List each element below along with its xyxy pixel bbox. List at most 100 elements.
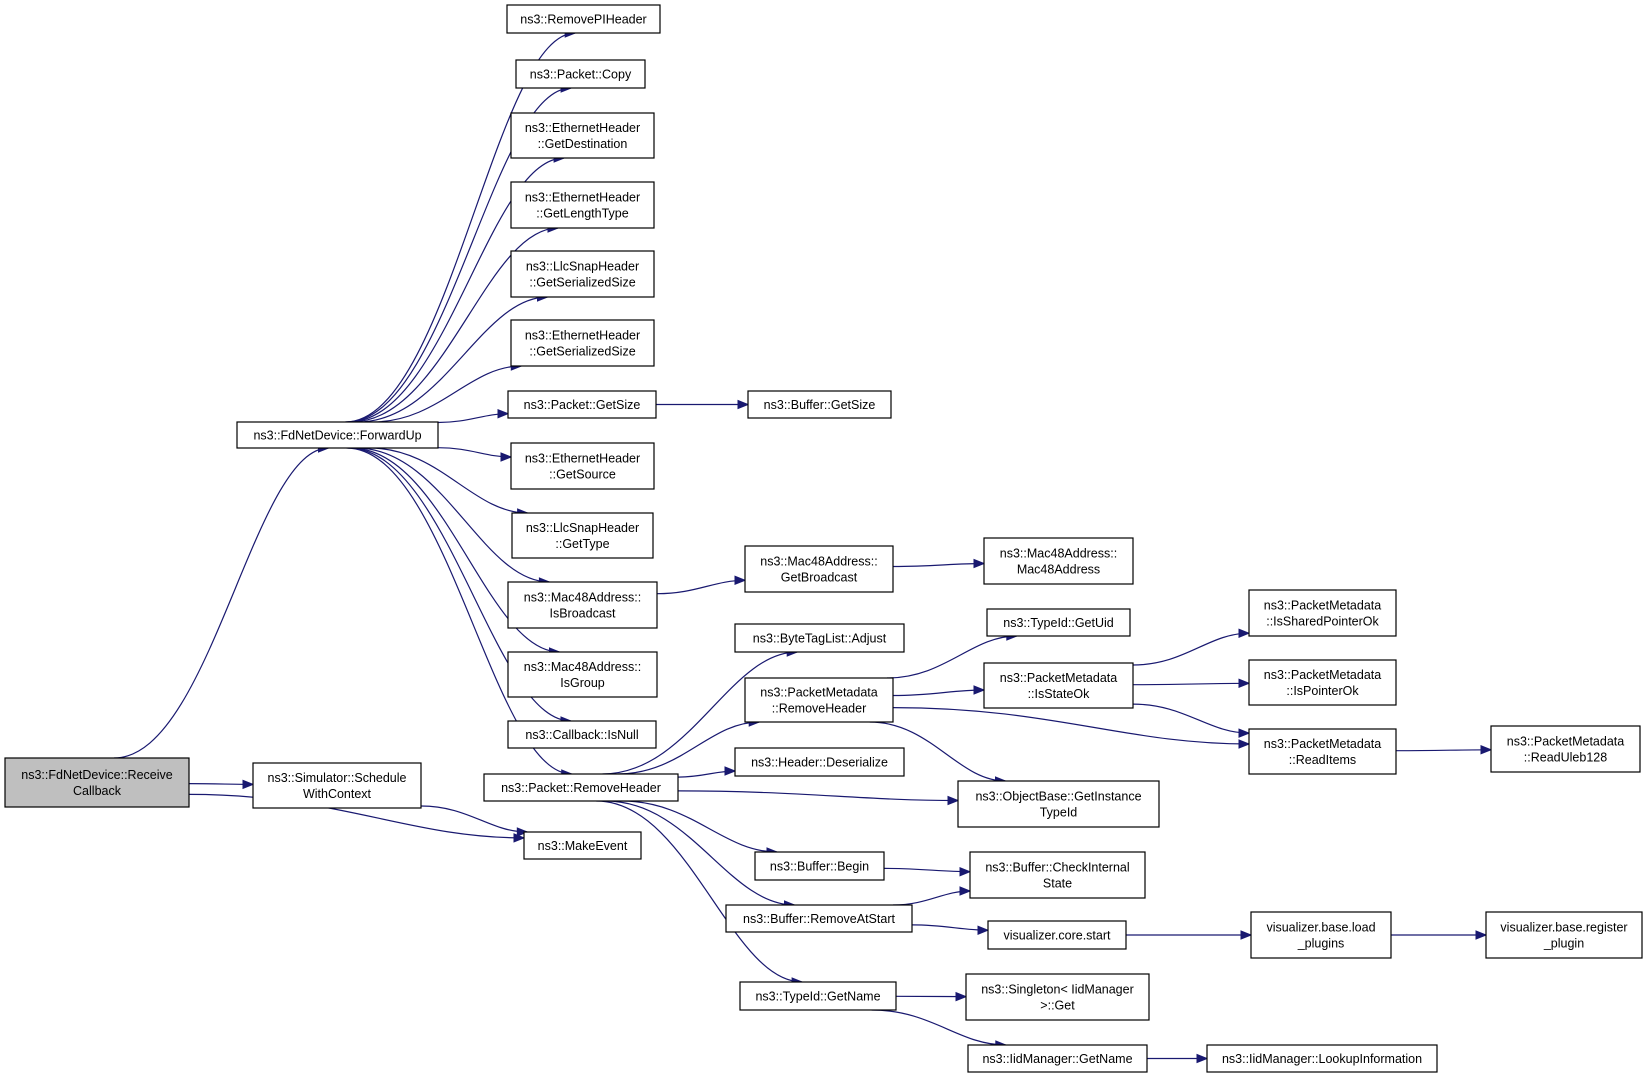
node-cbnull[interactable]: ns3::Callback::IsNull — [507, 720, 657, 749]
edge-line — [348, 157, 565, 423]
node-ethsrc[interactable]: ns3::EthernetHeader::GetSource — [510, 442, 655, 490]
node-iidname[interactable]: ns3::IidManager::GetName — [967, 1044, 1148, 1073]
node-box — [986, 608, 1131, 637]
node-box — [507, 651, 658, 698]
node-pmuleb[interactable]: ns3::PacketMetadata::ReadUleb128 — [1490, 725, 1641, 773]
node-label: ::IsStateOk — [1028, 687, 1091, 701]
edge-line — [188, 793, 525, 839]
node-tidname[interactable]: ns3::TypeId::GetName — [739, 981, 897, 1011]
node-pmread[interactable]: ns3::PacketMetadata::ReadItems — [1248, 728, 1397, 775]
node-label: ::RemoveHeader — [772, 702, 867, 716]
edge-line — [345, 32, 576, 423]
node-label: IsGroup — [560, 676, 605, 690]
node-box — [734, 623, 905, 653]
node-macctor[interactable]: ns3::Mac48Address::Mac48Address — [983, 537, 1134, 585]
node-box — [747, 390, 892, 419]
node-pktremh[interactable]: ns3::Packet::RemoveHeader — [483, 773, 679, 802]
node-label: ::GetSource — [549, 468, 616, 482]
arrowhead — [513, 833, 526, 843]
arrowhead — [724, 766, 737, 776]
node-box — [1248, 589, 1397, 637]
node-box — [507, 390, 657, 419]
edge-forwardup-to-ethsrc — [437, 447, 513, 462]
edge-vizload-to-vizreg — [1391, 930, 1488, 940]
edge-line — [602, 651, 798, 775]
node-vizload[interactable]: visualizer.base.load_plugins — [1250, 911, 1392, 959]
node-bufremove[interactable]: ns3::Buffer::RemoveAtStart — [725, 904, 913, 933]
edge-receive-to-forwardup — [113, 443, 330, 759]
node-macgroup[interactable]: ns3::Mac48Address::IsGroup — [507, 651, 658, 698]
edge-pktremh-to-objtid — [677, 790, 960, 806]
node-vizstart[interactable]: visualizer.core.start — [987, 920, 1127, 950]
node-label: ns3::FdNetDevice::Receive — [21, 768, 173, 782]
node-box — [1248, 728, 1397, 775]
node-llctype[interactable]: ns3::LlcSnapHeader::GetType — [511, 512, 654, 559]
node-box — [983, 662, 1134, 709]
node-box — [744, 677, 894, 723]
node-label: ns3::RemovePIHeader — [520, 13, 646, 27]
node-label: ns3::PacketMetadata — [1507, 735, 1624, 749]
node-ethlen[interactable]: ns3::EthernetHeader::GetLengthType — [510, 181, 655, 229]
node-forwardup[interactable]: ns3::FdNetDevice::ForwardUp — [236, 421, 439, 449]
node-box — [1248, 659, 1397, 706]
node-pmshared[interactable]: ns3::PacketMetadata::IsSharedPointerOk — [1248, 589, 1397, 637]
node-getuid[interactable]: ns3::TypeId::GetUid — [986, 608, 1131, 637]
node-vizreg[interactable]: visualizer.base.register_plugin — [1485, 911, 1643, 959]
arrowhead — [1238, 739, 1251, 749]
edge-line — [1395, 749, 1492, 752]
node-iidlookup[interactable]: ns3::IidManager::LookupInformation — [1206, 1044, 1438, 1073]
edge-line — [113, 447, 329, 759]
node-label: ns3::Packet::RemoveHeader — [501, 781, 661, 795]
node-box — [510, 181, 655, 229]
node-label: ns3::Buffer::RemoveAtStart — [743, 912, 895, 926]
node-makeevent[interactable]: ns3::MakeEvent — [523, 831, 642, 860]
edge-line — [605, 800, 795, 906]
node-pmstate[interactable]: ns3::PacketMetadata::IsStateOk — [983, 662, 1134, 709]
node-bufbegin[interactable]: ns3::Buffer::Begin — [754, 851, 885, 881]
node-pmremh[interactable]: ns3::PacketMetadata::RemoveHeader — [744, 677, 894, 723]
node-pktsize[interactable]: ns3::Packet::GetSize — [507, 390, 657, 419]
node-ethdest[interactable]: ns3::EthernetHeader::GetDestination — [510, 112, 655, 159]
node-box — [725, 904, 913, 933]
node-label: visualizer.base.load — [1266, 921, 1375, 935]
edge-line — [621, 800, 778, 853]
node-macbcast[interactable]: ns3::Mac48Address::IsBroadcast — [507, 581, 658, 629]
node-label: ::ReadUleb128 — [1524, 751, 1607, 765]
node-label: ns3::Buffer::GetSize — [764, 398, 876, 412]
node-bufsize[interactable]: ns3::Buffer::GetSize — [747, 390, 892, 419]
arrowhead — [955, 991, 968, 1002]
edge-macbcast-to-macgetb — [656, 575, 747, 595]
node-box — [983, 537, 1134, 585]
edge-line — [357, 296, 548, 423]
node-pmptr[interactable]: ns3::PacketMetadata::IsPointerOk — [1248, 659, 1397, 706]
arrowhead — [1475, 930, 1488, 940]
arrowhead — [973, 685, 986, 695]
edge-line — [346, 87, 572, 423]
node-singleton[interactable]: ns3::Singleton< IidManager>::Get — [965, 973, 1150, 1021]
node-label: ns3::LlcSnapHeader — [526, 521, 639, 535]
node-ethser[interactable]: ns3::EthernetHeader::GetSerializedSize — [510, 319, 655, 367]
edge-line — [656, 579, 746, 595]
node-btadjust[interactable]: ns3::ByteTagList::Adjust — [734, 623, 905, 653]
node-label: ns3::PacketMetadata — [760, 686, 877, 700]
node-box — [739, 981, 897, 1011]
node-hdrdeser[interactable]: ns3::Header::Deserialize — [734, 747, 905, 777]
node-llcser[interactable]: ns3::LlcSnapHeader::GetSerializedSize — [510, 250, 655, 298]
node-label: ns3::Mac48Address:: — [524, 660, 641, 674]
node-macgetb[interactable]: ns3::Mac48Address::GetBroadcast — [744, 545, 894, 593]
edge-line — [348, 447, 572, 722]
node-pktcopy[interactable]: ns3::Packet::Copy — [515, 59, 646, 89]
node-box — [967, 1044, 1148, 1073]
node-removepi[interactable]: ns3::RemovePIHeader — [506, 4, 661, 34]
arrowhead — [959, 866, 972, 877]
node-label: State — [1043, 877, 1072, 891]
node-box — [754, 851, 885, 881]
node-label: visualizer.base.register — [1500, 921, 1627, 935]
node-label: WithContext — [303, 787, 372, 801]
node-label: ::ReadItems — [1289, 753, 1356, 767]
